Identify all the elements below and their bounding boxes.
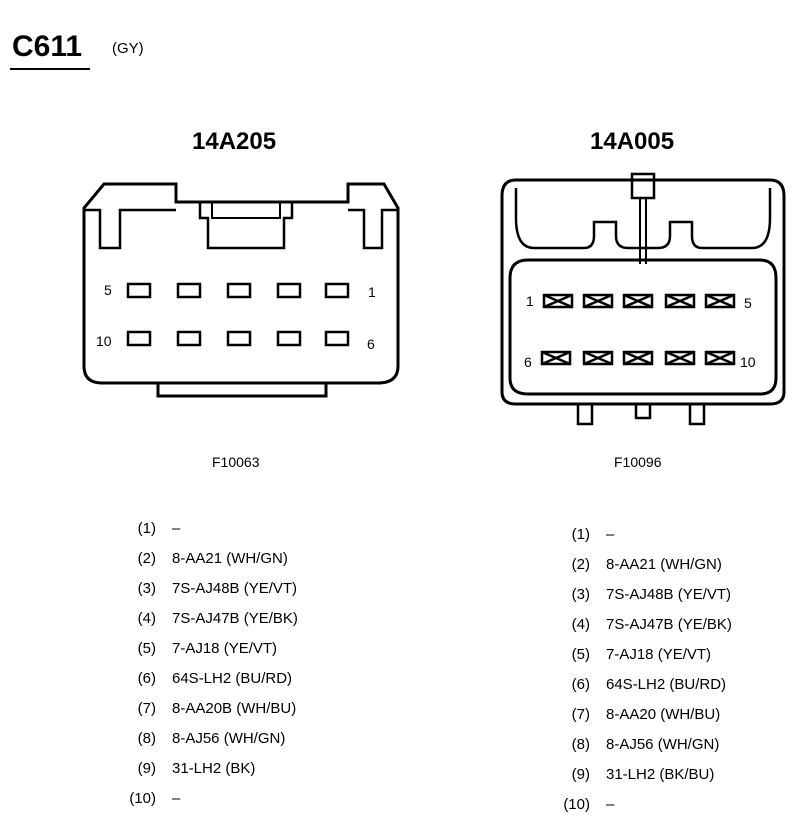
pin-number: (2): [137, 550, 156, 567]
title-underline: [10, 68, 90, 70]
figure-id-left: F10063: [212, 454, 260, 470]
pin-wire: 7S-AJ47B (YE/BK): [172, 610, 298, 627]
pin-wire: 31-LH2 (BK): [172, 760, 256, 777]
cavity-label-top-left: 1: [526, 293, 534, 309]
pin-number: (3): [137, 580, 156, 597]
cavity-label-top-right: 5: [744, 295, 752, 311]
pin-wire: 7S-AJ48B (YE/VT): [606, 586, 732, 603]
connector-diagram-14A005: 1 5 6 10: [500, 172, 786, 426]
pin-wire: 8-AA21 (WH/GN): [172, 550, 288, 567]
pin-wire: 64S-LH2 (BU/RD): [606, 676, 727, 693]
pin-number: (4): [137, 610, 156, 627]
pin-wire: 64S-LH2 (BU/RD): [172, 670, 293, 687]
cavity-label-top-left: 5: [104, 282, 112, 298]
pin-number: (3): [571, 586, 590, 603]
pin-number: (8): [137, 730, 156, 747]
pin-wire: –: [172, 520, 181, 537]
cavity-label-bottom-left: 6: [524, 354, 532, 370]
cavity-label-top-right: 1: [368, 284, 376, 300]
pin-wire: 7-AJ18 (YE/VT): [172, 640, 278, 657]
pin-number: (8): [571, 736, 590, 753]
pin-wire: –: [606, 526, 615, 543]
pin-number: (10): [563, 796, 590, 813]
part-number-right: 14A005: [590, 128, 675, 155]
figure-id-right: F10096: [614, 454, 662, 470]
pin-number: (9): [571, 766, 590, 783]
pin-number: (4): [571, 616, 590, 633]
pin-number: (7): [571, 706, 590, 723]
pin-wire: 8-AA20B (WH/BU): [172, 700, 297, 717]
pin-number: (10): [129, 790, 156, 807]
cavity-label-bottom-right: 10: [740, 354, 756, 370]
cavity-label-bottom-right: 6: [367, 336, 375, 352]
pin-wire: –: [172, 790, 181, 807]
pin-number: (1): [137, 520, 156, 537]
pin-wire: 8-AA20 (WH/BU): [606, 706, 721, 723]
cavity-label-bottom-left: 10: [96, 333, 112, 349]
connector-id: C611: [12, 30, 83, 63]
pin-wire: 7-AJ18 (YE/VT): [606, 646, 712, 663]
connector-diagram-14A205: 5 1 10 6: [82, 182, 400, 398]
part-number-left: 14A205: [192, 128, 277, 155]
pin-number: (6): [571, 676, 590, 693]
pin-wire: 8-AJ56 (WH/GN): [172, 730, 286, 747]
pin-number: (6): [137, 670, 156, 687]
pin-wire: 8-AA21 (WH/GN): [606, 556, 722, 573]
pin-number: (5): [137, 640, 156, 657]
pin-number: (5): [571, 646, 590, 663]
pin-number: (1): [571, 526, 590, 543]
pin-number: (7): [137, 700, 156, 717]
pin-number: (2): [571, 556, 590, 573]
pin-number: (9): [137, 760, 156, 777]
pin-wire: –: [606, 796, 615, 813]
connector-color-code: (GY): [112, 40, 144, 57]
pin-wire: 7S-AJ47B (YE/BK): [606, 616, 732, 633]
pin-wire: 7S-AJ48B (YE/VT): [172, 580, 298, 597]
pin-wire: 8-AJ56 (WH/GN): [606, 736, 720, 753]
pin-wire: 31-LH2 (BK/BU): [606, 766, 715, 783]
